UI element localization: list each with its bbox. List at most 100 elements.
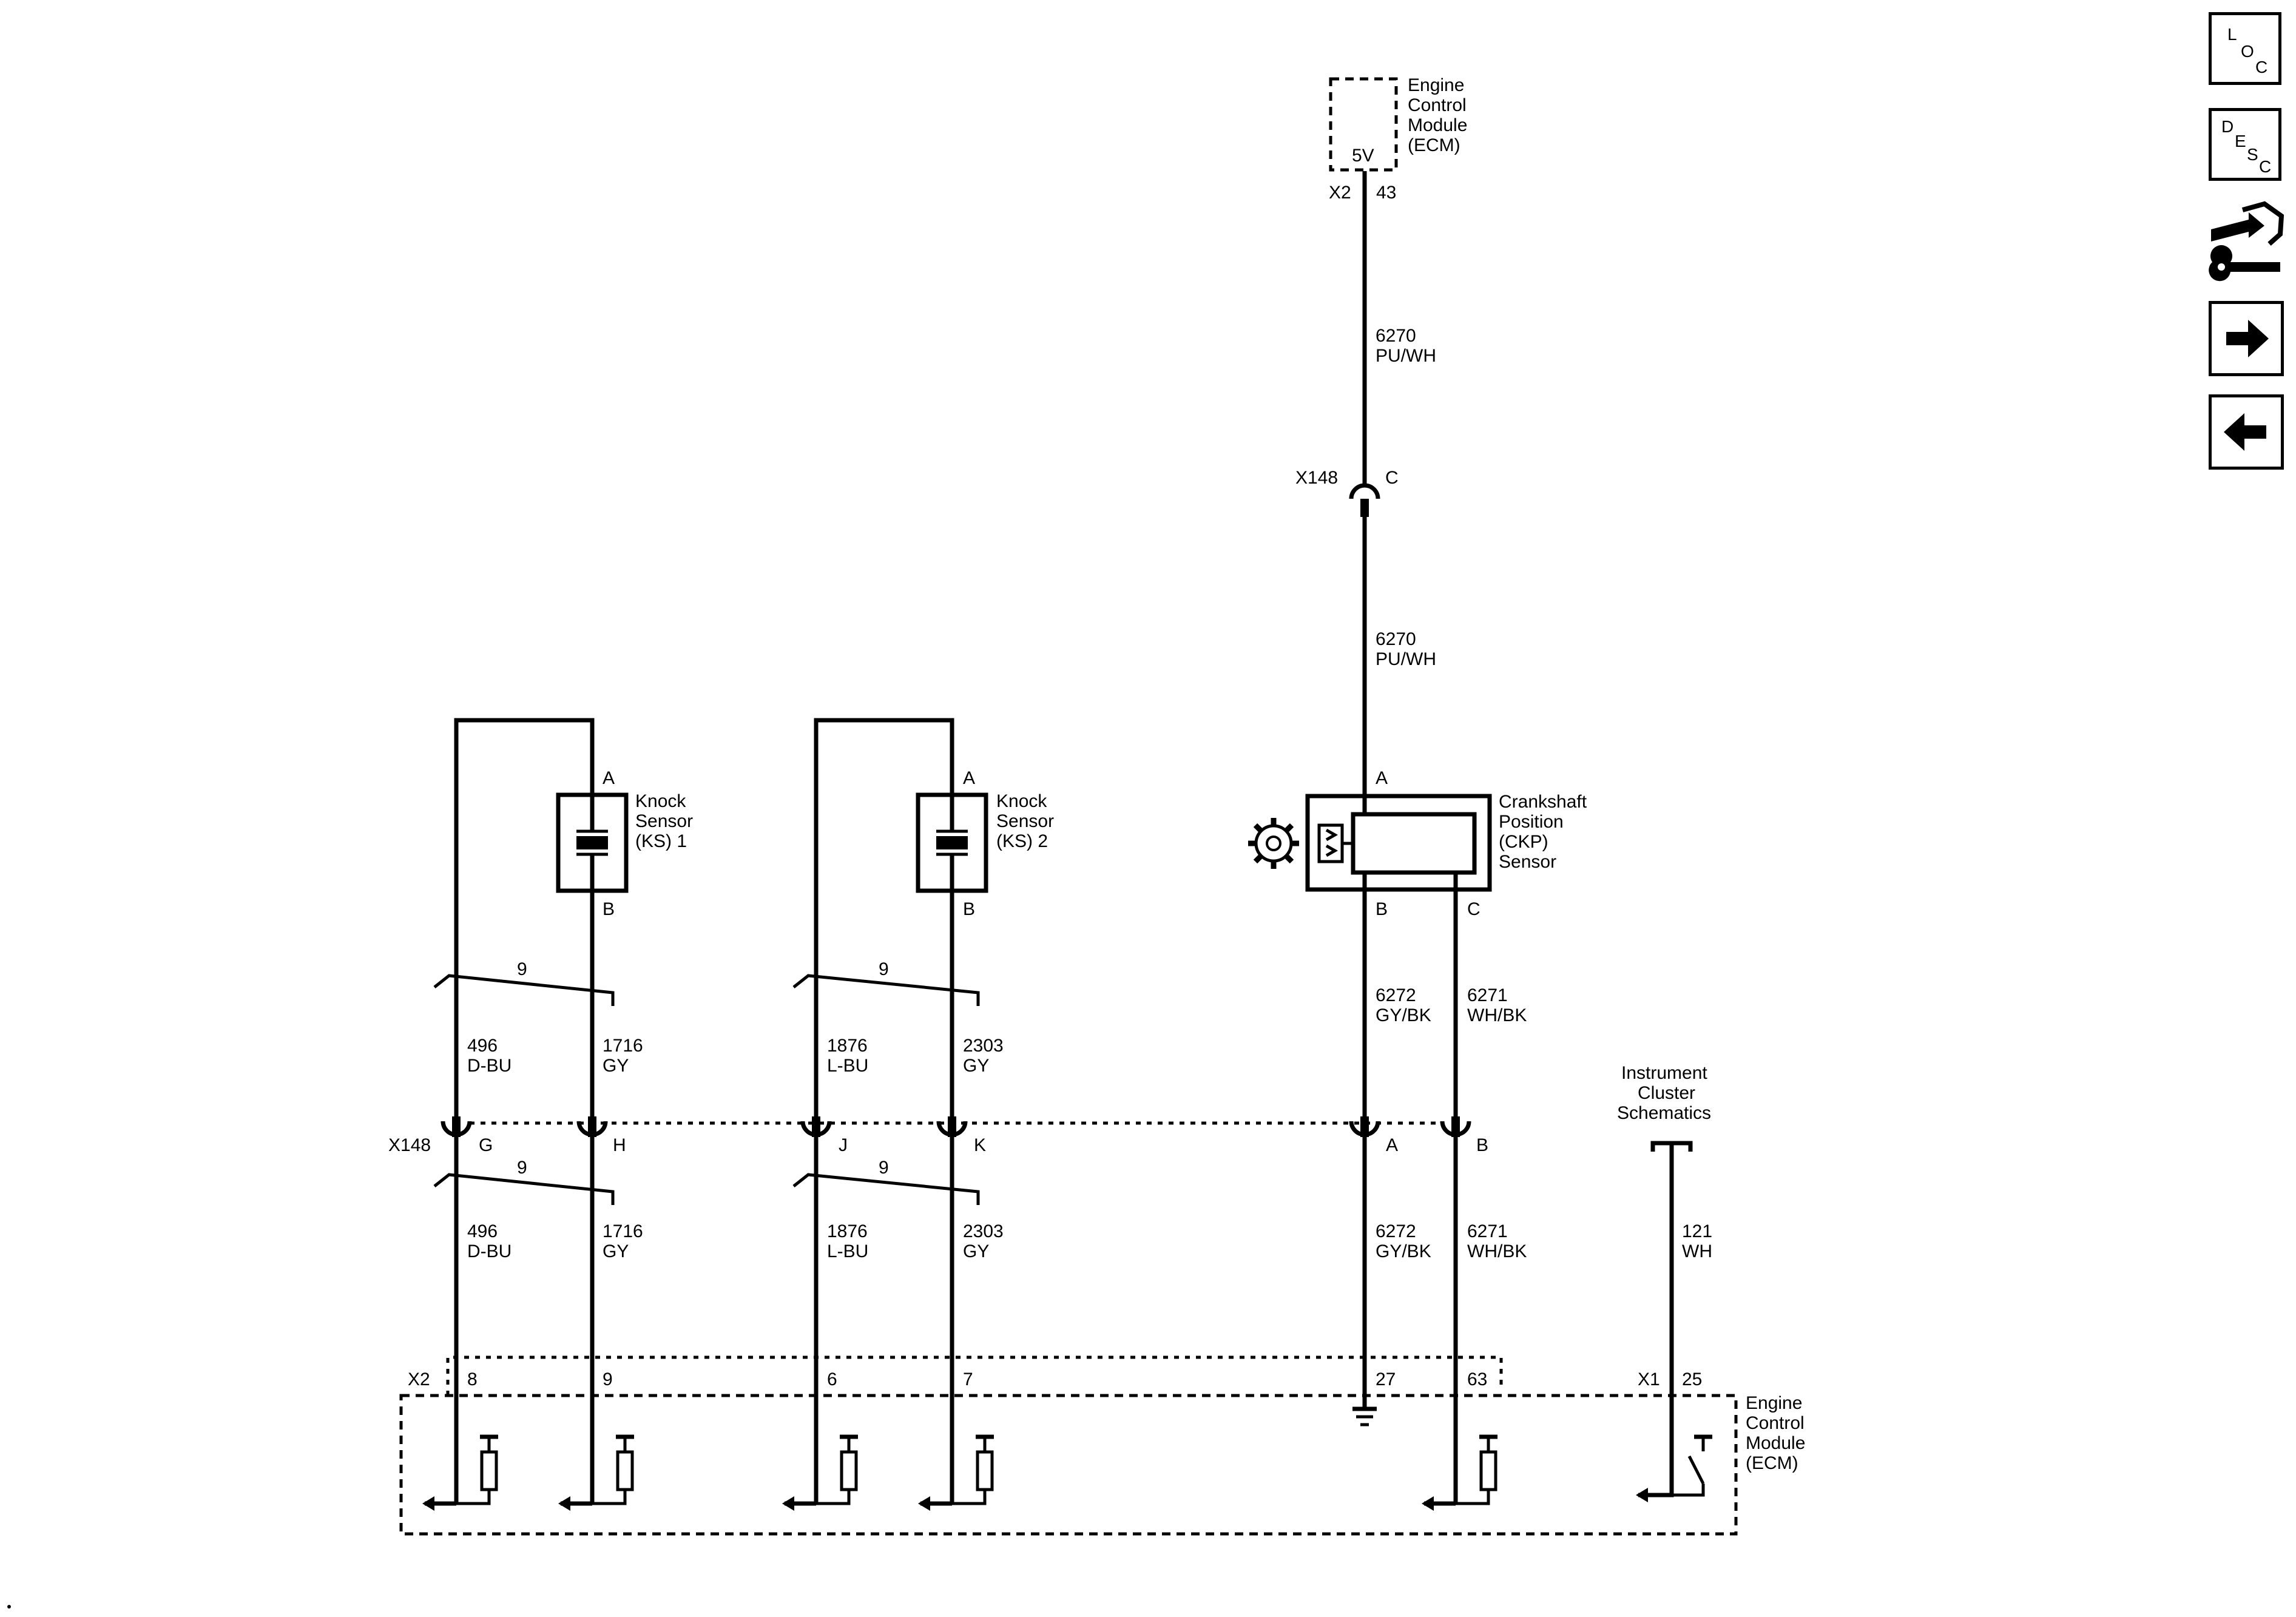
ic-name-2: Cluster xyxy=(1638,1083,1695,1103)
x148-pin-j-label: J xyxy=(839,1135,848,1155)
ckp-pin-b: B xyxy=(1376,899,1388,919)
ks1-name-2: Sensor xyxy=(635,811,693,831)
ground-icon xyxy=(1352,1406,1377,1426)
desc-letter-s: S xyxy=(2247,145,2258,164)
x148-pin-g xyxy=(441,1116,472,1137)
lower-harness: 9 9 496 D-BU 1716 GY 1876 L-BU 2303 GY 6… xyxy=(433,1137,1527,1504)
gear-icon xyxy=(1248,818,1299,869)
x148-pin-b xyxy=(1440,1116,1471,1137)
ks1-twisted-pair-marker xyxy=(433,974,615,1006)
ks1-loop-wire xyxy=(454,718,595,1119)
x148-pin-k-label: K xyxy=(974,1135,986,1155)
ecm-bottom: X2 8 9 6 7 27 63 X1 25 Engine Control Mo… xyxy=(399,1355,1805,1536)
ecm-x1-connector: X1 xyxy=(1638,1369,1660,1389)
ks2-twisted-pair-marker xyxy=(792,974,980,1006)
wire-6272-lower-color: GY/BK xyxy=(1376,1241,1431,1261)
ks1-pin-a: A xyxy=(603,768,615,788)
loc-letter-o: O xyxy=(2241,42,2254,61)
wire-2303-upper-circuit: 2303 xyxy=(963,1036,1004,1056)
ks2-twist-count: 9 xyxy=(879,959,889,979)
wire-6271-upper-color: WH/BK xyxy=(1467,1005,1527,1025)
wire-2303-lower-color: GY xyxy=(963,1241,989,1261)
previous-page-icon xyxy=(2224,413,2266,451)
ecm-bottom-name-1: Engine xyxy=(1746,1393,1802,1413)
loc-button[interactable]: L O C xyxy=(2209,12,2281,85)
lower-twist-count-1: 9 xyxy=(517,1158,527,1178)
loc-letter-c: C xyxy=(2255,58,2268,76)
ks1-name-1: Knock xyxy=(635,791,686,811)
corner-speck xyxy=(7,1605,11,1609)
ckp-feed-circuit: 6270 PU/WH X148 C 6270 PU/WH xyxy=(1295,171,1436,813)
wire-6272-upper-circuit: 6272 xyxy=(1376,985,1416,1005)
lower-twisted-pair-marker-2 xyxy=(792,1173,980,1205)
wire-1876-upper-color: L-BU xyxy=(827,1056,868,1076)
ecm-top: Engine Control Module (ECM) 5V X2 43 xyxy=(1329,75,1467,203)
wire-6271-lower-circuit: 6271 xyxy=(1467,1221,1508,1241)
ckp-pickup-element xyxy=(1317,823,1344,863)
x148-c-pin-mark xyxy=(1360,499,1369,517)
ecm-input-pin-63 xyxy=(1422,1434,1497,1511)
ecm-top-box xyxy=(1329,77,1398,172)
knock-sensor-2: A B Knock Sensor (KS) 2 9 1876 L-BU 2303… xyxy=(792,718,1054,1119)
ecm-bottom-box xyxy=(399,1394,1738,1536)
ks2-pin-b: B xyxy=(963,899,975,919)
ks2-pin-a: A xyxy=(963,768,975,788)
ecm-top-connector: X2 xyxy=(1329,183,1351,203)
ecm-input-pin-8 xyxy=(422,1434,498,1511)
ecm-x2-pin-9: 9 xyxy=(603,1369,613,1389)
ic-name-3: Schematics xyxy=(1617,1103,1711,1123)
ecm-input-pin-7 xyxy=(918,1434,994,1511)
ecm-x2-pin-63: 63 xyxy=(1467,1369,1487,1389)
wire-6272-lower-circuit: 6272 xyxy=(1376,1221,1416,1241)
x148-pin-h-label: H xyxy=(613,1135,626,1155)
wire-1716-upper-circuit: 1716 xyxy=(603,1036,643,1056)
wire-6270-lower-color: PU/WH xyxy=(1376,649,1436,669)
ecm-input-pin-9 xyxy=(558,1434,634,1511)
ecm-x1-pin-25: 25 xyxy=(1682,1369,1702,1389)
wire-121-circuit: 121 xyxy=(1682,1221,1712,1241)
lower-twisted-pair-marker-1 xyxy=(433,1173,615,1205)
ckp-outer-box xyxy=(1305,794,1492,892)
wire-6272-upper-color: GY/BK xyxy=(1376,1005,1431,1025)
desc-letter-c: C xyxy=(2259,157,2272,176)
ecm-top-name-2: Control xyxy=(1408,95,1467,115)
wire-1876-lower-circuit: 1876 xyxy=(827,1221,868,1241)
ks1-twist-count: 9 xyxy=(517,959,527,979)
ks2-name-1: Knock xyxy=(996,791,1047,811)
wire-6270-upper-circuit: 6270 xyxy=(1376,326,1416,346)
ks2-name-3: (KS) 2 xyxy=(996,831,1048,851)
x148-pin-a-label: A xyxy=(1386,1135,1398,1155)
ecm-x2-pin-7: 7 xyxy=(963,1369,973,1389)
previous-page-button[interactable] xyxy=(2209,394,2284,470)
wire-496-upper-circuit: 496 xyxy=(467,1036,498,1056)
connector-info-button[interactable] xyxy=(2206,199,2285,282)
ckp-name-1: Crankshaft xyxy=(1499,792,1587,812)
ecm-x2-pin-27: 27 xyxy=(1376,1369,1396,1389)
ecm-top-name-1: Engine xyxy=(1408,75,1464,95)
ecm-bottom-name-2: Control xyxy=(1746,1413,1805,1433)
ckp-name-3: (CKP) xyxy=(1499,832,1548,852)
x148-pin-g-label: G xyxy=(479,1135,493,1155)
ecm-top-voltage: 5V xyxy=(1352,146,1374,166)
knock-sensor-1: A B Knock Sensor (KS) 1 9 496 D-BU 1716 … xyxy=(433,718,693,1119)
desc-letter-d: D xyxy=(2221,117,2234,136)
x148-pin-k xyxy=(936,1116,968,1137)
wire-2303-upper-color: GY xyxy=(963,1056,989,1076)
ecm-x2-connector: X2 xyxy=(408,1369,430,1389)
inline-connector-x148: X148 G H J K A B xyxy=(388,1116,1488,1155)
desc-button[interactable]: D E S C xyxy=(2209,108,2281,181)
ic-name-1: Instrument xyxy=(1621,1063,1707,1083)
ckp-name-2: Position xyxy=(1499,812,1564,832)
ecm-bottom-name-3: Module xyxy=(1746,1433,1805,1453)
ecm-output-switch-pin-25 xyxy=(1636,1434,1712,1502)
ks1-element-crystal xyxy=(576,836,608,849)
ckp-inner-body xyxy=(1351,812,1477,875)
wire-496-lower-color: D-BU xyxy=(467,1241,512,1261)
ckp-name-4: Sensor xyxy=(1499,852,1556,872)
ecm-top-name-4: (ECM) xyxy=(1408,135,1460,155)
ckp-pin-c: C xyxy=(1467,899,1481,919)
wire-6270-lower-circuit: 6270 xyxy=(1376,629,1416,649)
x148-pin-a xyxy=(1349,1116,1380,1137)
next-page-button[interactable] xyxy=(2209,301,2284,376)
